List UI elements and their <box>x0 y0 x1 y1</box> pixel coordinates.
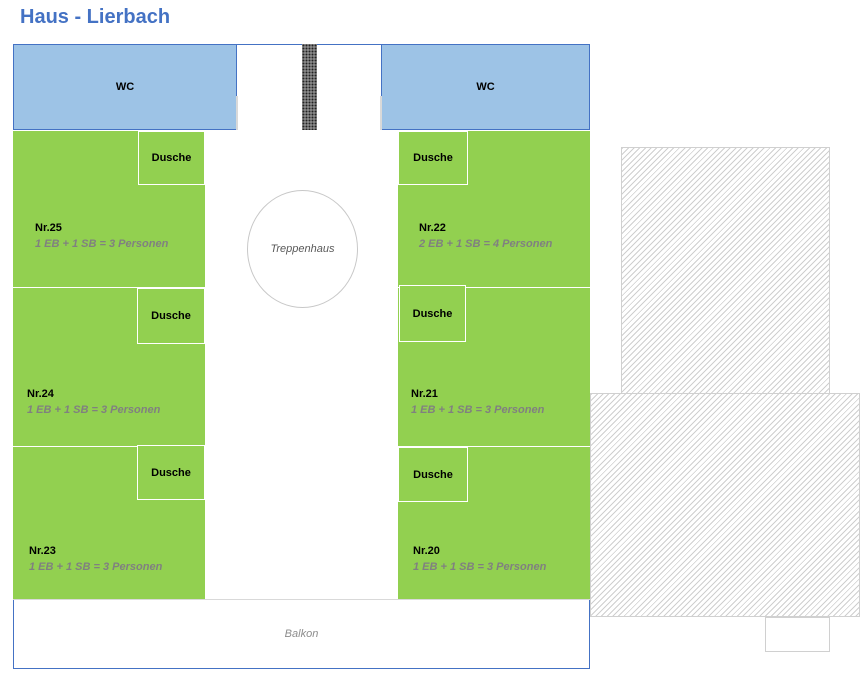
adjacent-building-upper <box>621 147 830 394</box>
room-22-number: Nr.22 <box>419 222 446 234</box>
balcony-divider <box>13 599 590 600</box>
room-25-number: Nr.25 <box>35 222 62 234</box>
wc-right-label: WC <box>476 81 495 93</box>
room-24-capacity: 1 EB + 1 SB = 3 Personen <box>27 404 161 416</box>
room-20-capacity: 1 EB + 1 SB = 3 Personen <box>413 561 547 573</box>
shower-23: Dusche <box>137 445 205 500</box>
shower-20-label: Dusche <box>413 468 453 481</box>
shower-22-label: Dusche <box>413 152 453 164</box>
shower-25-label: Dusche <box>151 152 192 164</box>
room-23-capacity: 1 EB + 1 SB = 3 Personen <box>29 561 163 573</box>
stair-strip <box>302 44 317 130</box>
wc-left-door-line <box>236 96 238 130</box>
shower-25: Dusche <box>138 131 205 185</box>
shower-21: Dusche <box>399 285 466 342</box>
adjacent-building-lower <box>590 393 860 617</box>
shower-23-label: Dusche <box>151 466 191 479</box>
wc-right-door-line <box>380 96 382 130</box>
room-21-capacity: 1 EB + 1 SB = 3 Personen <box>411 404 545 416</box>
room-24-number: Nr.24 <box>27 388 54 400</box>
adjacent-annex <box>765 617 830 652</box>
room-20-number: Nr.20 <box>413 545 440 557</box>
room-23-number: Nr.23 <box>29 545 56 557</box>
wc-left-label: WC <box>115 81 135 93</box>
shower-24-label: Dusche <box>151 310 191 322</box>
shower-22: Dusche <box>398 131 468 185</box>
shower-20: Dusche <box>398 447 468 502</box>
shower-21-label: Dusche <box>412 307 453 320</box>
wc-right: WC <box>381 44 590 130</box>
page-title: Haus - Lierbach <box>20 6 171 28</box>
balcony-label: Balkon <box>284 628 319 640</box>
wc-left: WC <box>13 44 237 130</box>
room-22-capacity: 2 EB + 1 SB = 4 Personen <box>419 238 553 250</box>
stairwell-circle: Treppenhaus <box>247 190 358 308</box>
stairwell-label: Treppenhaus <box>270 243 335 255</box>
shower-24: Dusche <box>137 288 205 344</box>
room-25-capacity: 1 EB + 1 SB = 3 Personen <box>35 238 169 250</box>
room-21-number: Nr.21 <box>411 388 438 400</box>
